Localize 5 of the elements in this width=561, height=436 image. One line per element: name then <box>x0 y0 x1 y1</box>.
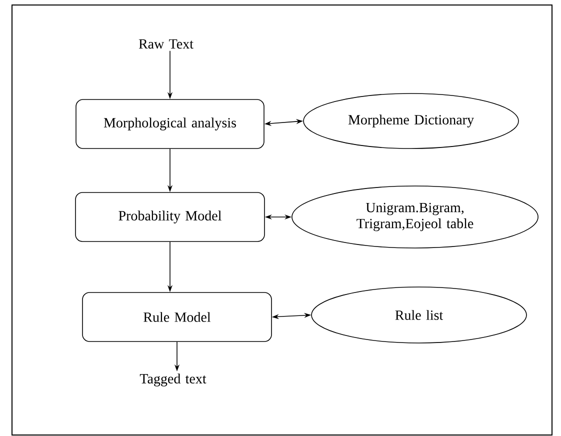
process-box: Probability Model <box>75 192 265 242</box>
flow-text: Raw Text <box>138 39 194 49</box>
process-box: Rule Model <box>82 292 272 342</box>
flow-text: Tagged text <box>140 374 206 386</box>
process-box: Morphological analysis <box>76 99 264 149</box>
